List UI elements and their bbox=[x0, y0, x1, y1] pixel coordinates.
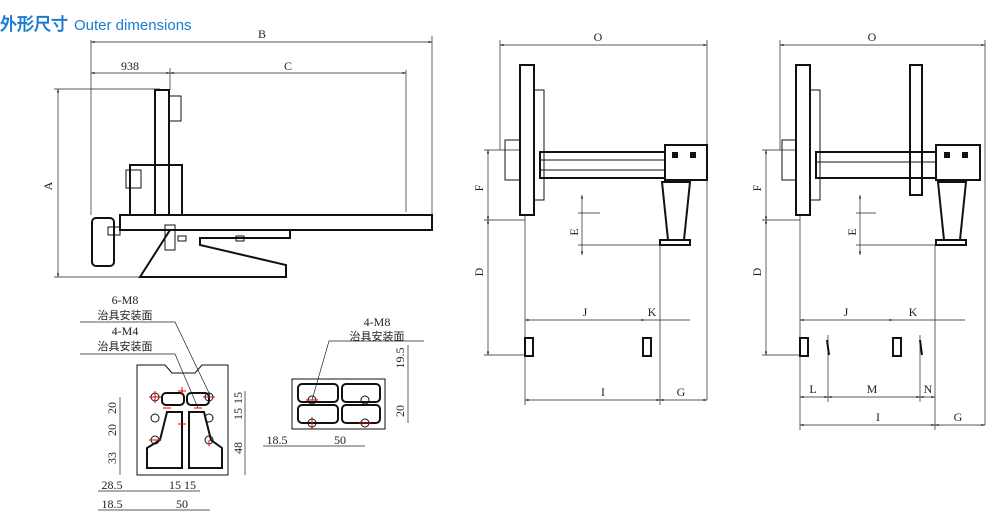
dim-D-2: D bbox=[750, 267, 764, 276]
dim-C: C bbox=[284, 59, 292, 73]
dim-18-5-2: 18.5 bbox=[267, 433, 288, 447]
dim-50: 50 bbox=[176, 497, 188, 511]
dim-F: F bbox=[472, 184, 486, 191]
fixture-plate-1: 6-M8 治具安装面 4-M4 治具安装面 20 20 33 15 15 48 … bbox=[80, 293, 246, 511]
dim-G-2: G bbox=[954, 410, 963, 424]
dim-15-v-a: 15 bbox=[231, 392, 245, 404]
dim-O-2: O bbox=[868, 30, 877, 44]
dim-20b: 20 bbox=[105, 424, 119, 436]
dim-J: J bbox=[583, 305, 588, 319]
dim-L: L bbox=[809, 382, 816, 396]
dim-K: K bbox=[648, 305, 657, 319]
dim-E-2: E bbox=[845, 228, 859, 235]
note-fixture-surface-3: 治具安装面 bbox=[350, 329, 405, 343]
dim-15-h-a: 15 bbox=[169, 478, 181, 492]
front-view-2: O F D E J K L M N I G bbox=[750, 30, 986, 430]
dim-18-5: 18.5 bbox=[102, 497, 123, 511]
dim-K-2: K bbox=[909, 305, 918, 319]
dim-I-2: I bbox=[876, 410, 880, 424]
note-4-m4: 4-M4 bbox=[112, 324, 139, 338]
dim-938: 938 bbox=[121, 59, 139, 73]
dim-J-2: J bbox=[844, 305, 849, 319]
dim-33: 33 bbox=[105, 452, 119, 464]
note-6-m8: 6-M8 bbox=[112, 293, 139, 307]
dim-I: I bbox=[601, 385, 605, 399]
side-view: B 938 C A bbox=[41, 27, 433, 278]
title-zh: 外形尺寸 bbox=[0, 15, 68, 34]
dim-15-h-b: 15 bbox=[184, 478, 196, 492]
dim-48: 48 bbox=[231, 442, 245, 454]
dim-N: N bbox=[924, 382, 933, 396]
dim-15-v-b: 15 bbox=[231, 408, 245, 420]
fixture-plate-2: 4-M8 治具安装面 19.5 20 18.5 50 bbox=[263, 315, 424, 447]
note-4-m8: 4-M8 bbox=[364, 315, 391, 329]
dim-G: G bbox=[677, 385, 686, 399]
note-fixture-surface-1: 治具安装面 bbox=[98, 308, 153, 322]
dim-F-2: F bbox=[750, 184, 764, 191]
dim-O: O bbox=[594, 30, 603, 44]
dim-A: A bbox=[41, 181, 55, 190]
title-en: Outer dimensions bbox=[74, 17, 192, 34]
front-view-1: O F D E J K I G bbox=[472, 30, 708, 405]
dim-M: M bbox=[867, 382, 878, 396]
dim-19-5: 19.5 bbox=[393, 348, 407, 369]
dim-D: D bbox=[472, 267, 486, 276]
section-title: 外形尺寸 Outer dimensions bbox=[0, 10, 192, 35]
dim-E: E bbox=[567, 228, 581, 235]
dim-20: 20 bbox=[393, 405, 407, 417]
dim-28-5: 28.5 bbox=[102, 478, 123, 492]
dim-B: B bbox=[258, 27, 266, 41]
note-fixture-surface-2: 治具安装面 bbox=[98, 339, 153, 353]
dim-20a: 20 bbox=[105, 402, 119, 414]
dim-50-2: 50 bbox=[334, 433, 346, 447]
